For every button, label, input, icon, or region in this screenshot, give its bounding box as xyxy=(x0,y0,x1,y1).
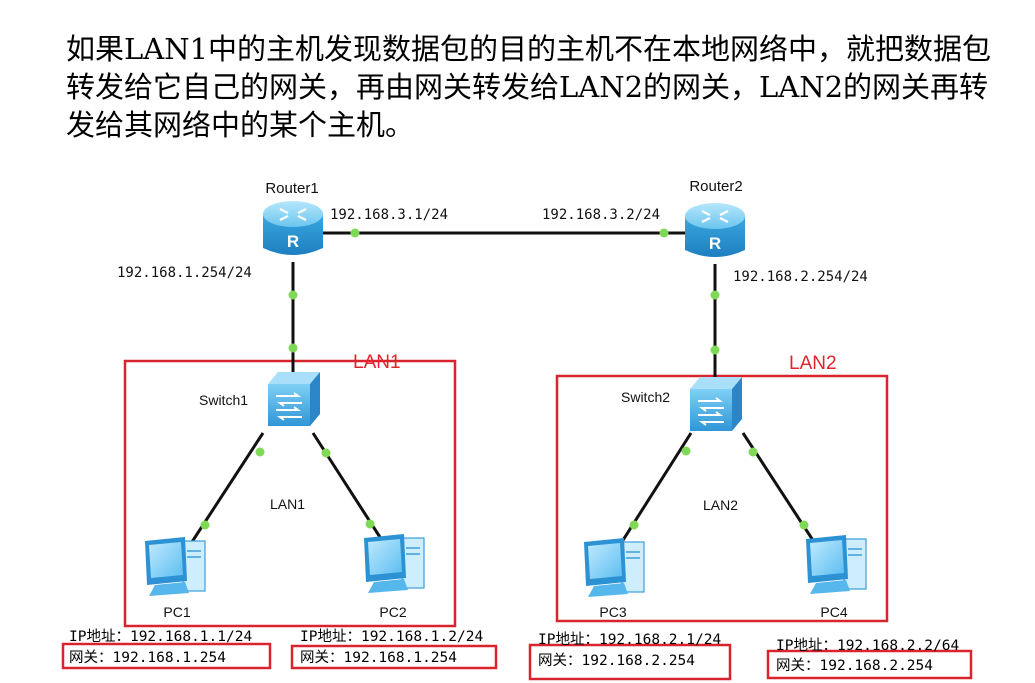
switch1-pc1-link xyxy=(186,432,265,549)
pc2-label: PC2 xyxy=(379,604,406,620)
pc1-label: PC1 xyxy=(163,604,190,620)
router-icon xyxy=(261,199,325,257)
pc-icon xyxy=(805,534,867,595)
pc2-ip-text: IP地址：192.168.1.2/24 xyxy=(300,628,483,645)
router2-device[interactable] xyxy=(683,201,747,259)
lan2-box xyxy=(555,374,889,623)
intro-paragraph: 如果LAN1中的主机发现数据包的目的主机不在本地网络中，就把数据包转发给它自己的… xyxy=(66,32,992,142)
pc4-gateway-text: 网关：192.168.2.254 xyxy=(776,657,933,674)
switch-icon xyxy=(267,371,321,427)
lan2-title: LAN2 xyxy=(789,353,837,374)
router-icon xyxy=(683,201,747,259)
lan1-box xyxy=(123,359,457,628)
router1-lan-ip: 192.168.1.254/24 xyxy=(117,265,252,281)
pc-icon xyxy=(363,533,425,594)
pc3-label: PC3 xyxy=(599,604,626,620)
pc2-gateway-box xyxy=(290,644,498,670)
pc3-gateway-text: 网关：192.168.2.254 xyxy=(538,652,695,669)
pc-icon xyxy=(583,537,645,598)
pc4-gateway-box xyxy=(766,649,973,680)
router-link-left-ip: 192.168.3.1/24 xyxy=(330,207,448,223)
lan1-inner-label: LAN1 xyxy=(270,496,305,512)
router2-label: Router2 xyxy=(689,178,742,195)
switch2-pc3-link xyxy=(616,432,693,549)
pc-icon xyxy=(144,536,206,597)
pc1-gateway-text: 网关：192.168.1.254 xyxy=(69,649,226,666)
lan2-inner-label: LAN2 xyxy=(703,497,738,513)
lan1-title: LAN1 xyxy=(353,352,401,373)
switch1-device[interactable] xyxy=(267,371,321,427)
link-dots xyxy=(200,228,809,530)
pc3-gateway-box xyxy=(528,643,732,681)
pc1-device[interactable] xyxy=(144,536,206,597)
pc4-label: PC4 xyxy=(820,604,847,620)
pc3-device[interactable] xyxy=(583,537,645,598)
switch2-device[interactable] xyxy=(689,376,743,432)
switch-icon xyxy=(689,376,743,432)
router2-lan-ip: 192.168.2.254/24 xyxy=(733,269,868,285)
pc1-ip-text: IP地址：192.168.1.1/24 xyxy=(69,628,252,645)
switch1-label: Switch1 xyxy=(199,392,248,408)
pc4-device[interactable] xyxy=(805,534,867,595)
pc2-gateway-text: 网关：192.168.1.254 xyxy=(300,649,457,666)
router1-device[interactable] xyxy=(261,199,325,257)
router1-label: Router1 xyxy=(265,180,318,197)
switch2-label: Switch2 xyxy=(621,389,670,405)
pc4-ip-text: IP地址：192.168.2.2/64 xyxy=(776,637,959,654)
pc2-device[interactable] xyxy=(363,533,425,594)
pc1-gateway-box xyxy=(61,642,272,670)
router-link-right-ip: 192.168.3.2/24 xyxy=(542,207,660,223)
pc3-ip-text: IP地址：192.168.2.1/24 xyxy=(538,631,721,648)
